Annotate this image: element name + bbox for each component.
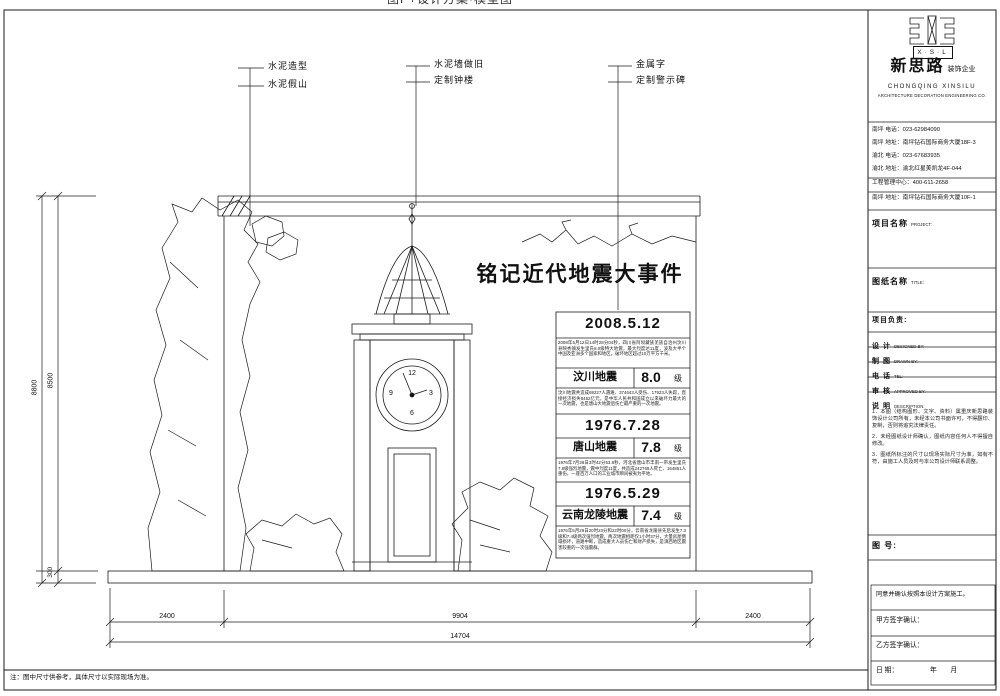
callout-cement-shape: 水泥造型 — [268, 61, 309, 71]
callout-cement-rockery: 水泥假山 — [268, 79, 309, 89]
callout-aged-wall: 水泥墙做旧 — [434, 59, 485, 69]
note-item: 1．本图（结构图形、文字、资料）属重庆新思路装饰设计公司所有，未经本公司书面许可… — [872, 409, 993, 430]
quake-unit: 级 — [674, 444, 682, 453]
drawing-no-label: 图 号: — [872, 541, 897, 550]
clock-number-3: 3 — [429, 390, 433, 397]
sheet-frame — [3, 9, 997, 691]
sheet-footnote: 注：图中尺寸供参考，具体尺寸以实际现场为准。 — [10, 674, 153, 681]
project-label-en: PROJECT: — [911, 222, 932, 227]
signoff-party-a: 甲方签字确认： — [876, 617, 924, 624]
company-en-2: ARCHITECTURE DECORATION ENGINEERING CO. — [877, 93, 987, 98]
quake-desc: 2008年5月12日14时28分04秒，四川省阿坝藏族羌族自治州汶川县映秀镇发生… — [558, 340, 686, 357]
design-label: 设 计 — [872, 343, 891, 350]
clock-tower — [351, 203, 473, 572]
dim-bottom-mid: 9904 — [452, 613, 468, 620]
crack-graphic — [521, 219, 697, 247]
leader-lines — [238, 65, 632, 310]
contact-line: 南坪 电话：023-62984090 — [872, 127, 940, 133]
description-label: 说 明 — [872, 403, 891, 410]
signoff-party-b: 乙方签字确认： — [876, 642, 924, 649]
quake-desc: 1976年7月28日3时42分53.8秒，河北省唐山市丰南一带发生里氏7.8级强… — [558, 460, 686, 477]
lead-label: 项目负责: — [872, 317, 908, 324]
callout-custom-clocktower: 定制钟楼 — [434, 75, 475, 85]
dim-bottom-left: 2400 — [159, 613, 175, 620]
note-item: 3．图纸所标注的尺寸以现场实际尺寸为准，如有不符，由施工人员及时与本公司设计师联… — [872, 452, 993, 466]
signoff-agree: 同意并确认按照本设计方案施工。 — [876, 591, 969, 598]
draw-label-en: DRAWN BY: — [893, 359, 918, 364]
quake-date: 1976.7.28 — [585, 417, 661, 434]
quake-magnitude: 8.0 — [641, 369, 661, 385]
quake-unit: 级 — [674, 512, 682, 521]
dim-bottom-total: 14704 — [450, 633, 470, 640]
quake-magnitude: 7.8 — [641, 439, 661, 455]
callout-warning-stele: 定制警示碑 — [636, 75, 687, 85]
contact-line: 渝北 电话：023-67683935 — [872, 153, 940, 159]
dim-left-base: 300 — [46, 566, 54, 578]
xsl-logo-icon — [909, 15, 955, 45]
sign-panel-grid — [555, 311, 691, 559]
quake-date: 1976.5.29 — [585, 485, 661, 502]
logo-monogram: X·S·L — [913, 46, 953, 59]
titleblock-grid — [868, 121, 996, 686]
quake-name: 汶川地震 — [573, 371, 617, 383]
tel-label-en: TEL: — [893, 374, 904, 379]
top-caption-clipped: 图P+设计方案·模型图 — [330, 0, 570, 5]
contact-line: 南坪 地址：南坪钻石国际商务大厦18F-3 — [872, 140, 976, 146]
dim-left-total: 8800 — [31, 379, 39, 396]
brand-row: 新思路装饰企业 — [870, 59, 996, 75]
approve-label: 审 核 — [872, 388, 891, 395]
quake-name: 唐山地震 — [573, 441, 617, 453]
quake-desc: 1976年5月29日20时23分和22时00分，云南省龙陵县先后发生7.3级和7… — [558, 528, 686, 551]
signoff-date-value: 年 月 — [930, 667, 958, 674]
draw-label: 制 图 — [872, 358, 891, 365]
contact-line-boxed: 工程管理中心：400-611-2658 — [872, 180, 949, 186]
note-item: 2．未经图纸设计师确认，图纸内容任何人不得擅自修改。 — [872, 434, 993, 448]
dim-bottom-right: 2400 — [745, 613, 761, 620]
memorial-wall — [107, 195, 813, 584]
titleblock-notes: 1．本图（结构图形、文字、资料）属重庆新思路装饰设计公司所有，未经本公司书面许可… — [872, 409, 993, 470]
description-label-en: DESCRIPTION: — [893, 404, 925, 409]
clock-number-12: 12 — [408, 370, 416, 377]
contact-line: 渝北 地址：渝北红星美凯龙4F-044 — [872, 166, 962, 172]
title-label-en: TITLE: — [911, 280, 924, 285]
clock-number-6: 6 — [410, 410, 414, 417]
contact-line: 南坪 地址：南坪钻石国际商务大厦10F-1 — [872, 195, 976, 201]
wall-headline: 铭记近代地震大事件 — [476, 263, 684, 286]
brand-suffix: 装饰企业 — [947, 66, 976, 73]
quake-magnitude: 7.4 — [641, 507, 661, 523]
approve-label-en: APPROVED BY: — [893, 389, 926, 394]
title-label: 图纸名称 — [872, 277, 908, 286]
brand-name: 新思路 — [890, 58, 945, 75]
tel-label: 电 话 — [872, 373, 891, 380]
design-label-en: DESIGNED BY: — [893, 344, 925, 349]
quake-name: 云南龙陵地震 — [562, 509, 628, 521]
quake-unit: 级 — [674, 374, 682, 383]
clock-number-9: 9 — [389, 390, 393, 397]
callout-metal-letters: 金属字 — [636, 59, 667, 69]
project-label: 项目名称 — [872, 219, 908, 228]
rockery — [147, 197, 553, 572]
dimension-lines — [36, 191, 815, 648]
quake-desc: 汶川地震共造成69227人遇难、374643人受伤、17923人失踪，直接经济损… — [558, 390, 686, 407]
company-en-1: CHONGQING XINSILU — [887, 84, 977, 90]
signoff-date-label: 日 期： — [876, 667, 899, 674]
quake-date: 2008.5.12 — [585, 315, 661, 332]
clock-face-icon — [375, 358, 449, 432]
dim-left-upper: 8500 — [47, 372, 55, 389]
